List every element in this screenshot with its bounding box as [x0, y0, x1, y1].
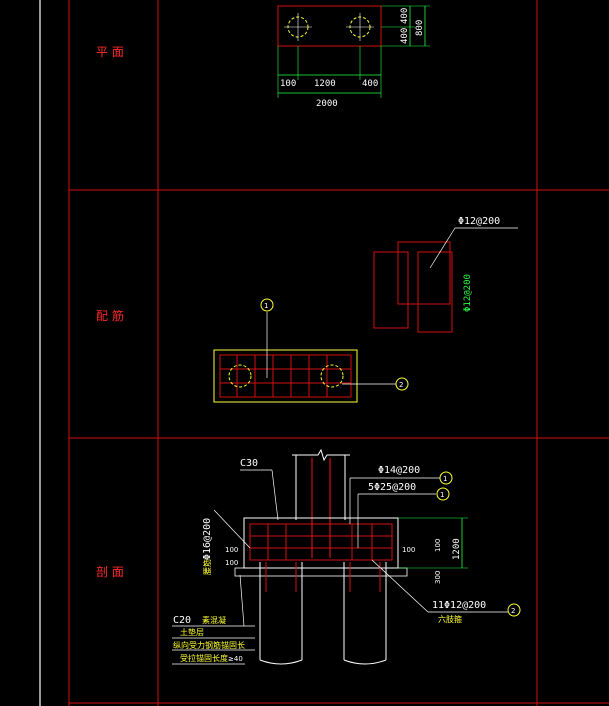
dim-top-right: 400: [362, 79, 378, 89]
reinforcement-view: Φ12@200 Φ12@200 1 2: [213, 216, 518, 403]
dim-100-a: 100: [225, 546, 238, 554]
callout-bubble-1: [260, 298, 274, 312]
dim-100-d: 100: [434, 539, 442, 552]
leader-line: [271, 469, 279, 521]
callout-2: 2: [399, 381, 403, 389]
leader-line: [213, 509, 251, 549]
cap-rebar-cage: [249, 523, 393, 561]
rebar-detail-outline: [397, 241, 451, 305]
pile-right-break: [343, 659, 387, 665]
break-line: [292, 448, 350, 462]
section-view: C30 Φ14@200 1 5Φ25@200 1 11Φ12@200 六肢箍 2…: [172, 448, 521, 665]
callout-1: 1: [264, 302, 268, 310]
bottom-note-5: ≥40: [228, 655, 243, 663]
left-vert-note: 腰筋: [202, 559, 212, 575]
pile-left: [259, 562, 303, 660]
cap-outline: [277, 5, 382, 47]
rebar-grid: [219, 354, 352, 398]
row-label-reinforcement: 配 筋: [96, 308, 124, 323]
pile-circle-left: [228, 364, 252, 388]
row-label-section: 剖 面: [96, 565, 124, 579]
dim-top-left: 100: [280, 79, 296, 89]
section-bubble-1b: 1: [440, 491, 444, 499]
callout-bubble-1b: [436, 487, 450, 501]
dim-100-c: 100: [402, 546, 415, 554]
section-bubble-2: 2: [511, 607, 515, 615]
cap-outline-yellow: [213, 349, 358, 403]
leader-line: [371, 559, 429, 613]
section-bubble-1: 1: [443, 475, 447, 483]
rebar-label-side: Φ12@200: [463, 274, 473, 312]
dim-top-mid: 1200: [314, 79, 336, 89]
concrete-top-label: C30: [240, 458, 258, 469]
bar-label-2: 5Φ25@200: [368, 482, 416, 493]
bottom-note-4: 受拉锚固长度: [180, 653, 228, 663]
rebar-detail-outline: [417, 251, 453, 333]
callout-bubble-2: [507, 603, 521, 617]
bottom-note-1: 素混凝: [202, 615, 226, 625]
dim-100-b: 100: [225, 559, 238, 567]
bottom-note-2: 土垫层: [180, 627, 204, 637]
concrete-bottom-label: C20: [173, 615, 191, 626]
plan-view: 100 1200 400 2000 400 400 800: [277, 5, 430, 109]
pile-circle-right: [320, 364, 344, 388]
leader-line: [239, 574, 245, 627]
callout-bubble-2: [395, 377, 409, 391]
dim-1200: 1200: [452, 538, 462, 560]
row-label-plan: 平 面: [96, 45, 124, 59]
dim-side-b: 400: [400, 28, 410, 44]
left-vert-label: Φ16@200: [202, 518, 213, 560]
rebar-label-top: Φ12@200: [458, 216, 500, 227]
pile-left-break: [259, 659, 303, 665]
bar-note-3: 六肢箍: [438, 614, 462, 624]
callout-bubble-1: [439, 471, 453, 485]
dim-side-a: 400: [400, 8, 410, 24]
dim-side-total: 800: [415, 20, 425, 36]
bar-label-3: 11Φ12@200: [432, 600, 486, 611]
cushion-layer: [234, 567, 408, 577]
leader-line: [429, 227, 456, 269]
pile-right: [343, 562, 387, 660]
bottom-note-3: 纵向受力钢筋锚固长: [173, 640, 245, 650]
dim-300: 300: [434, 571, 442, 584]
dim-total: 2000: [316, 99, 338, 109]
bar-label-1: Φ14@200: [378, 465, 420, 476]
rebar-detail-outline: [373, 251, 409, 329]
